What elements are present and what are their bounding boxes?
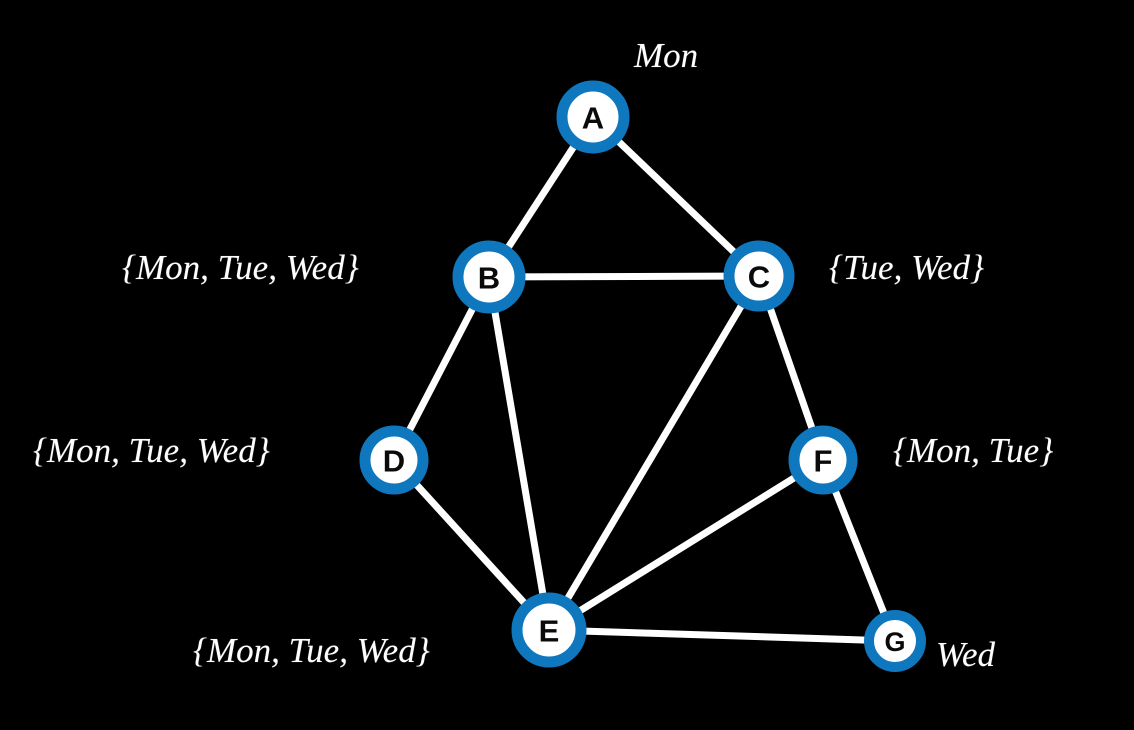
domain-label-a: Mon — [634, 36, 699, 75]
node-circle-d — [359, 425, 429, 495]
edge-a-c — [589, 113, 763, 280]
domain-label-f: {Mon, Tue} — [893, 431, 1054, 470]
node-b[interactable]: B — [452, 240, 526, 314]
edge-e-f — [545, 456, 827, 634]
edge-e-g — [545, 626, 899, 645]
edges-layer — [390, 113, 899, 645]
node-d[interactable]: D — [359, 425, 429, 495]
node-c[interactable]: C — [723, 240, 795, 312]
node-circle-f — [788, 425, 858, 495]
node-circle-a — [556, 80, 630, 154]
edge-c-e — [545, 272, 763, 634]
node-circle-b — [452, 240, 526, 314]
node-label-c: C — [748, 260, 770, 295]
node-label-a: A — [582, 101, 604, 136]
edge-d-e — [390, 456, 553, 634]
node-label-g: G — [884, 627, 905, 657]
domain-label-c: {Tue, Wed} — [829, 248, 985, 287]
node-label-e: E — [539, 614, 560, 649]
nodes-layer: A B C D E F G — [359, 80, 926, 672]
node-circle-g — [864, 610, 926, 672]
domain-label-g: Wed — [936, 635, 995, 674]
node-label-d: D — [383, 444, 405, 479]
node-g[interactable]: G — [864, 610, 926, 672]
node-e[interactable]: E — [511, 592, 587, 668]
edge-b-e — [485, 273, 553, 634]
node-label-b: B — [478, 261, 500, 296]
node-circle-e — [511, 592, 587, 668]
domain-label-b: {Mon, Tue, Wed} — [122, 248, 359, 287]
domain-label-e: {Mon, Tue, Wed} — [193, 631, 430, 670]
node-circle-c — [723, 240, 795, 312]
edge-b-c — [485, 272, 763, 281]
node-a[interactable]: A — [556, 80, 630, 154]
node-label-f: F — [814, 444, 833, 479]
node-f[interactable]: F — [788, 425, 858, 495]
domain-label-d: {Mon, Tue, Wed} — [33, 431, 270, 470]
